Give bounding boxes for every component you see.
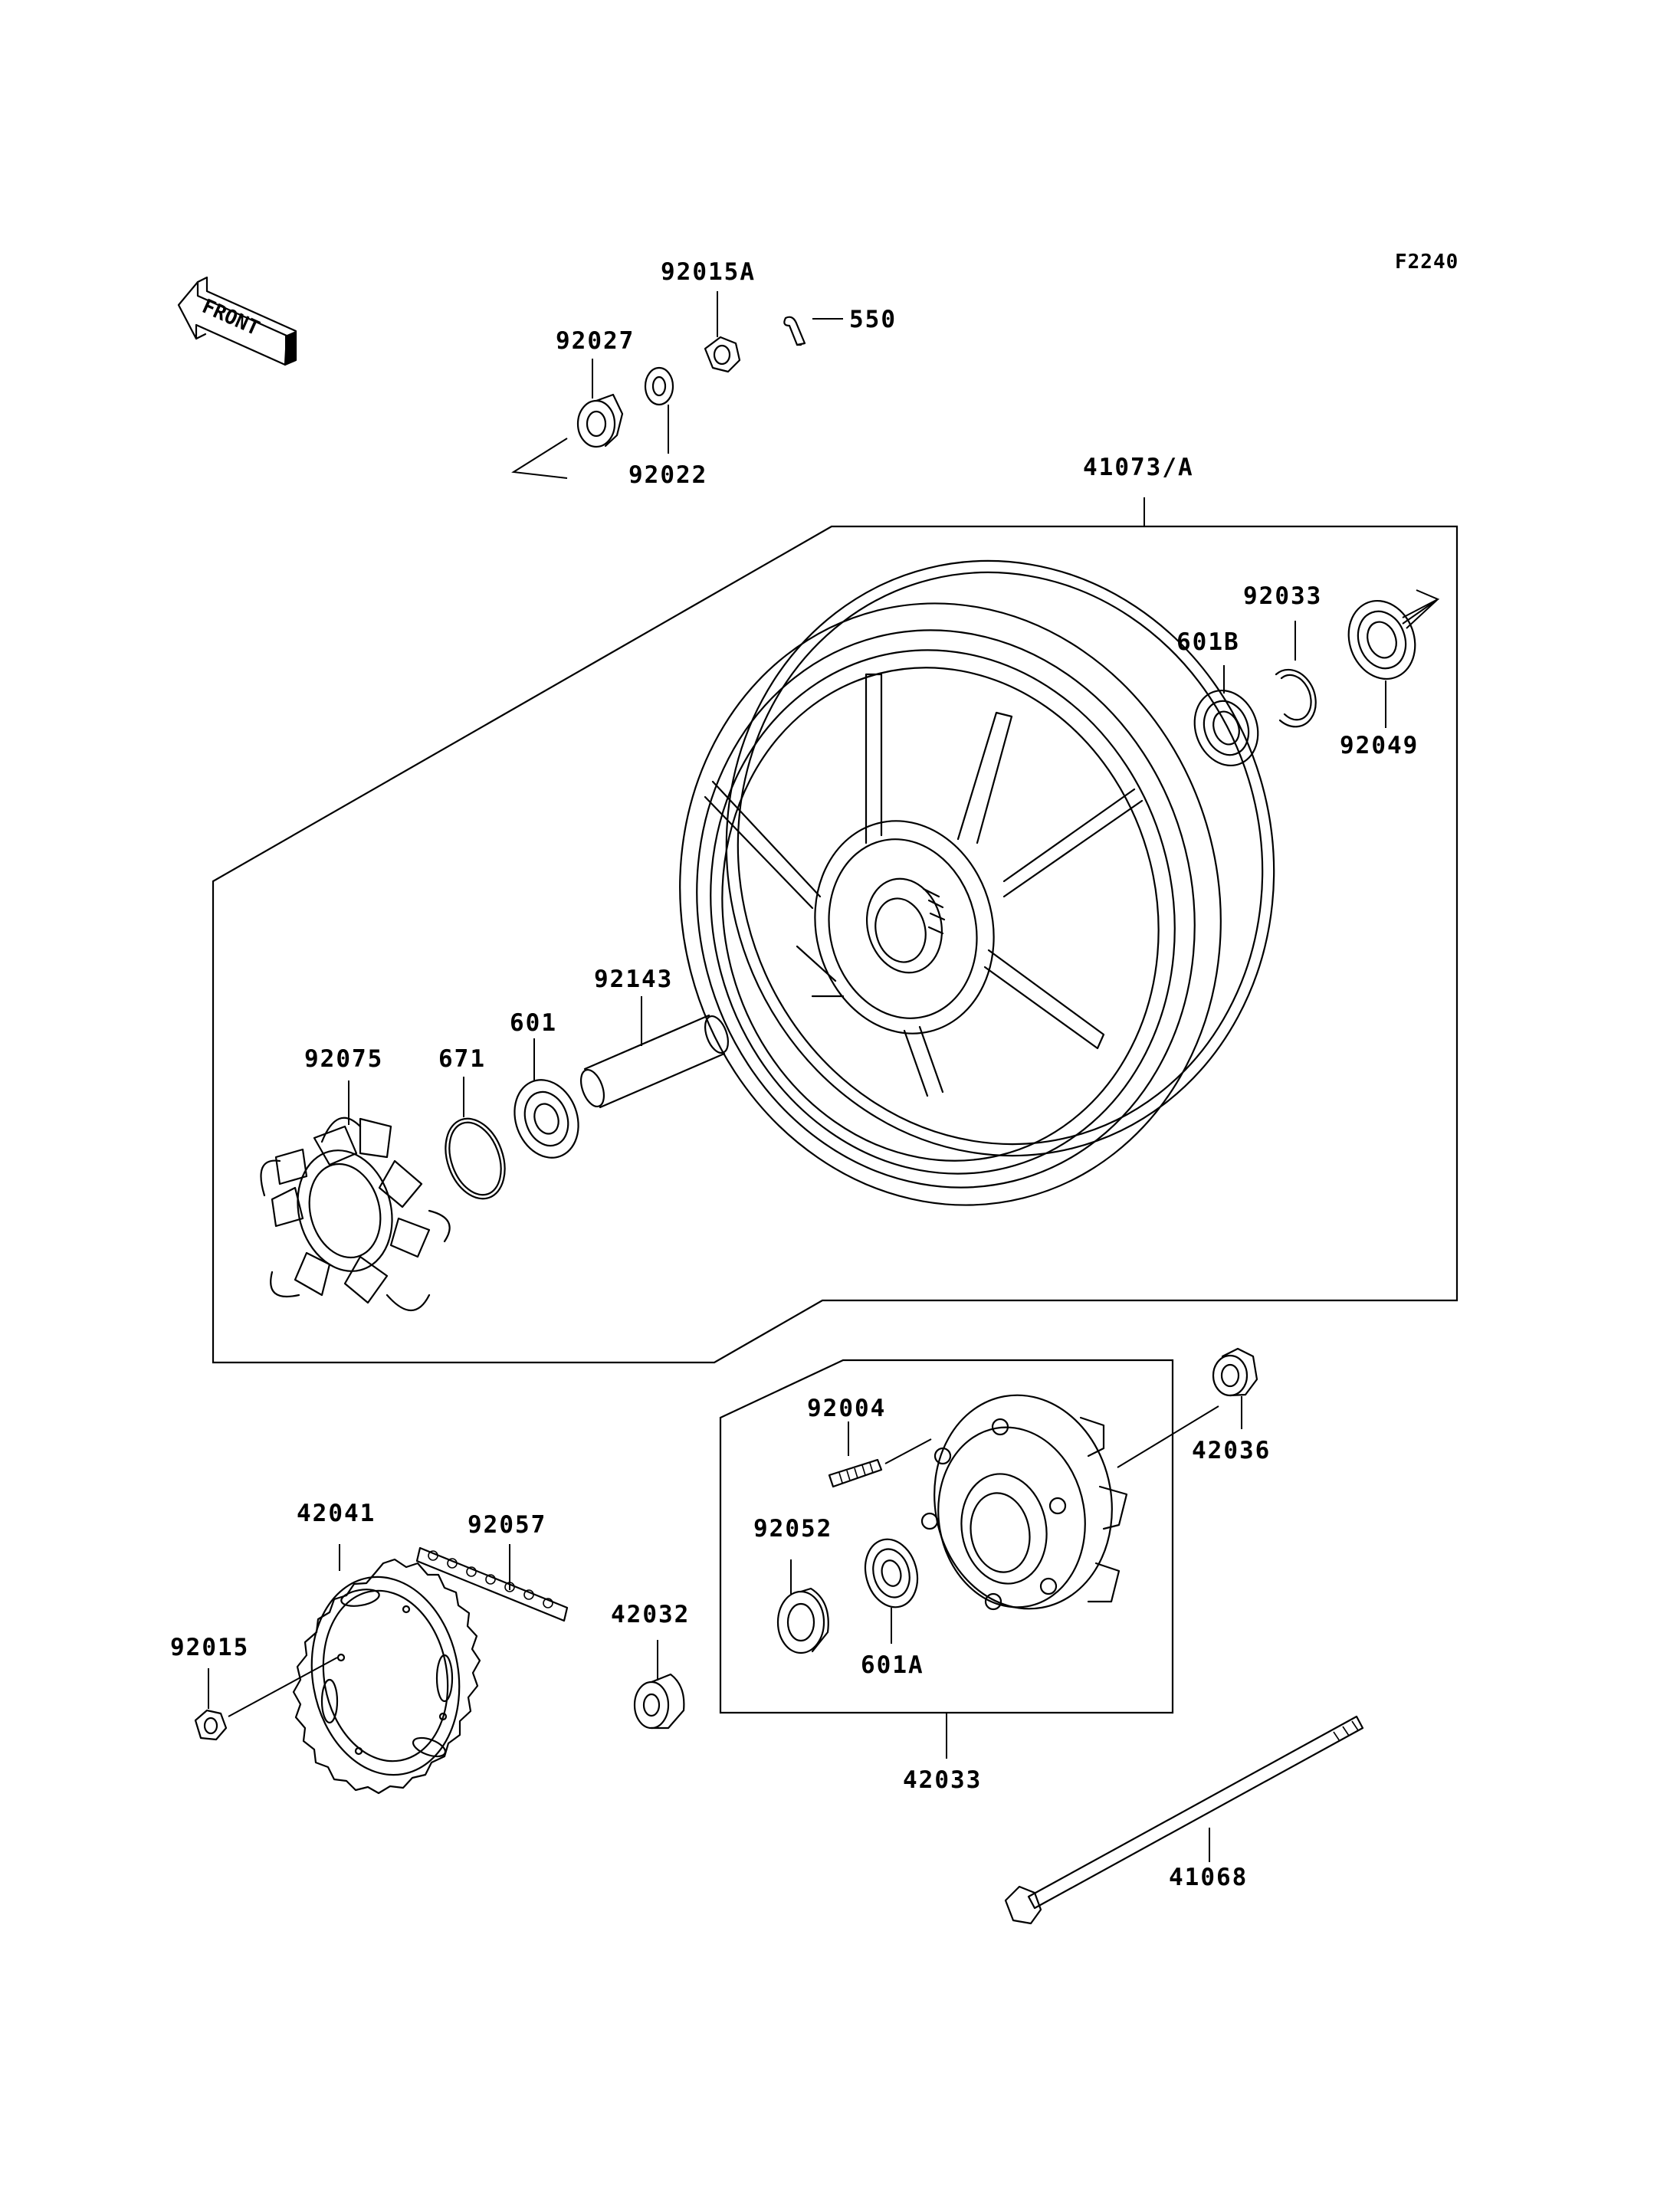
part-92143-sleeve [579,1014,730,1109]
part-92015A-castle-nut [704,336,741,373]
label-550: 550 [849,306,897,333]
label-92052: 92052 [753,1515,832,1543]
part-92033-circlip [1275,668,1317,728]
part-sprocket-coupling-hub [920,1394,1128,1611]
part-42036-collar [1212,1347,1258,1397]
label-601B: 601B [1176,628,1240,656]
label-601: 601 [510,1009,557,1037]
label-41073A: 41073/A [1083,454,1194,481]
label-92075: 92075 [304,1045,383,1073]
hub-assembly-frame [719,1359,1174,1714]
label-42033: 42033 [903,1766,982,1794]
part-92022-washer [644,366,674,406]
label-92033: 92033 [1243,582,1322,610]
part-92027-collar [576,393,624,448]
label-42032: 42032 [611,1601,690,1628]
part-92057-drive-chain [415,1546,569,1622]
part-671-o-ring [445,1117,506,1200]
part-550-cotter-pin [783,316,806,346]
part-42041-rear-sprocket [292,1558,481,1795]
part-601A-bearing [864,1538,919,1608]
part-92015-nut [194,1709,228,1741]
part-92004-stud [828,1458,883,1488]
label-92015A: 92015A [661,258,756,286]
rear-wheel-rim [679,559,1275,1206]
figure-code: F2240 [1395,251,1459,274]
part-92075-damper [260,1117,451,1312]
label-671: 671 [438,1045,486,1073]
label-601A: 601A [861,1651,924,1679]
label-92143: 92143 [594,966,673,993]
label-42036: 42036 [1192,1437,1271,1464]
label-42041: 42041 [297,1500,376,1527]
part-92052-seal [776,1587,829,1654]
label-92015: 92015 [170,1634,249,1661]
part-42032-collar [633,1673,685,1730]
part-41068-axle [1004,1715,1364,1925]
label-92049: 92049 [1340,732,1419,759]
part-92049-oil-seal [1347,599,1416,680]
part-601B-bearing [1193,689,1259,767]
front-direction-arrow-icon: FRONT [177,276,297,366]
label-92057: 92057 [468,1511,546,1539]
label-41068: 41068 [1169,1864,1248,1891]
part-601-bearing [514,1079,579,1159]
wheel-assembly-frame [212,525,1459,1364]
label-92027: 92027 [556,327,635,355]
label-92004: 92004 [807,1395,886,1422]
label-92022: 92022 [628,461,707,489]
